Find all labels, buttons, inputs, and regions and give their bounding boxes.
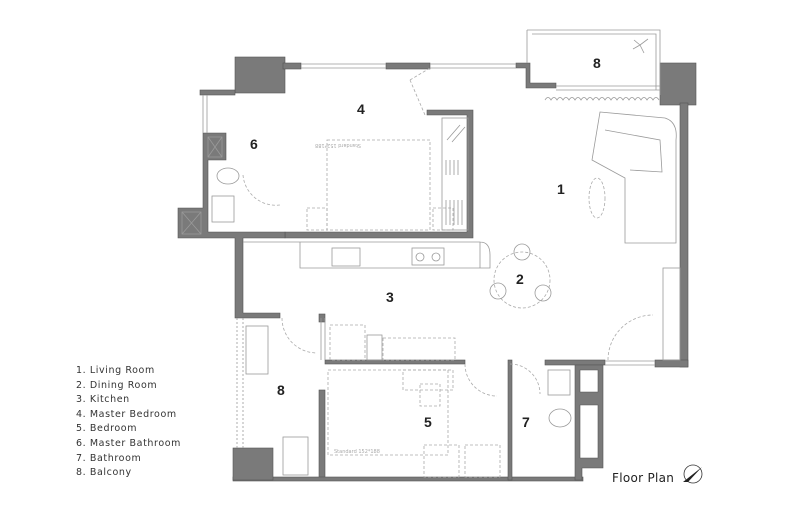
room-number-8-bottom: 8 [277,382,285,398]
legend-item: 7. Bathroom [76,452,142,464]
bed [326,139,431,231]
room-labels: 1 2 3 4 5 6 7 8 8 [250,55,601,430]
wall [385,62,431,70]
room-number-2: 2 [516,271,524,287]
wall [282,62,302,70]
curtain [544,97,660,101]
wall [199,89,236,96]
legend-item: 4. Master Bedroom [76,408,177,420]
wall [507,359,513,481]
legend-item: 6. Master Bathroom [76,437,182,449]
wall [515,62,557,89]
bed [327,369,449,456]
dining-table [493,251,551,309]
room-number-4: 4 [357,101,365,117]
room-number-3: 3 [386,289,394,305]
walls [177,56,697,482]
north-arrow-icon [683,464,703,484]
wall [544,359,606,366]
wall [324,359,466,365]
wall-bathroom-6 [177,132,286,319]
coffee-table [588,177,606,219]
wall-pillar [234,56,286,94]
wall [654,359,689,368]
wardrobe [441,117,469,231]
legend-item: 2. Dining Room [76,379,158,391]
plant [632,38,649,54]
plan-title: Floor Plan [612,471,675,485]
furniture: Standard 152*188 Standard 152*188 [211,38,681,478]
legend-item: 3. Kitchen [76,394,130,406]
legend-item: 1. Living Room [76,365,155,376]
legend-item: 5. Bedroom [76,423,138,435]
legend: 1. Living Room 2. Dining Room 3. Kitchen… [76,364,181,481]
room-number-5: 5 [424,414,432,430]
wall-bathroom-7 [574,364,604,481]
legend-item: 8. Balcony [76,467,132,479]
room-number-8-top: 8 [593,55,601,71]
wall-pillar [232,447,274,481]
windows [202,29,661,448]
room-number-7: 7 [522,414,530,430]
room-number-1: 1 [557,181,565,197]
room-number-6: 6 [250,136,258,152]
wall-right [679,102,689,368]
bed-label: Standard 152*188 [334,449,380,455]
wall-pillar [659,62,697,106]
wall-bedroom-4 [284,109,474,239]
bed-label: Standard 152*188 [315,142,361,148]
sofa [591,111,677,244]
wall [318,389,326,481]
wall-bottom [232,476,584,482]
